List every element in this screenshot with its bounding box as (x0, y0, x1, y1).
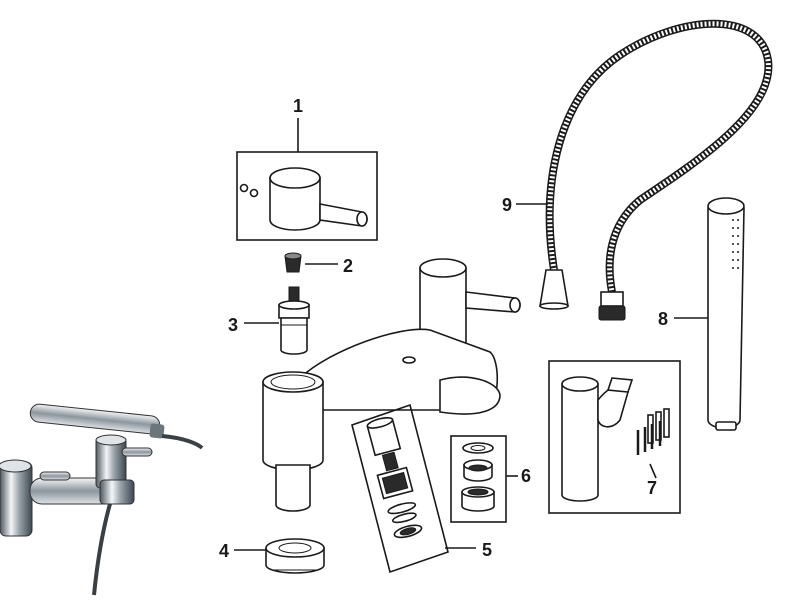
photo-tap-body (0, 434, 153, 537)
callout-2: 2 (343, 256, 353, 276)
callout-4: 4 (219, 541, 229, 561)
part-5-diverter-kit (351, 403, 449, 574)
product-photo (0, 403, 204, 596)
callout-5: 5 (482, 540, 492, 560)
grub-screw-icon (249, 188, 259, 198)
part-3-cartridge (278, 286, 310, 355)
tap-body-main (262, 258, 521, 512)
part-7-frame (548, 360, 681, 514)
part-6-frame (450, 435, 507, 523)
callout-9: 9 (502, 195, 512, 215)
callout-7: 7 (647, 478, 657, 498)
photo-hand-shower (29, 403, 165, 439)
part-1-lever-handle (236, 151, 378, 241)
part-1-frame (236, 151, 378, 241)
part-6-aerator-set (450, 435, 507, 523)
part-4-base-collar (265, 538, 325, 574)
grub-screw-icon (239, 183, 249, 193)
callout-1: 1 (293, 96, 303, 116)
part-7-wall-bracket (548, 360, 681, 514)
part-5-frame (351, 403, 449, 574)
leader-lines (234, 118, 708, 551)
callout-6: 6 (521, 466, 531, 486)
callout-3: 3 (228, 315, 238, 335)
part-8-hand-shower (707, 197, 745, 431)
part-9-shower-hose (539, 19, 773, 321)
callouts: 1 2 3 4 5 6 7 8 9 (219, 96, 668, 561)
spray-holes-icon (732, 219, 739, 269)
screws-plugs-icon (636, 408, 670, 455)
callout-8: 8 (658, 309, 668, 329)
part-2-adaptor (284, 252, 302, 273)
